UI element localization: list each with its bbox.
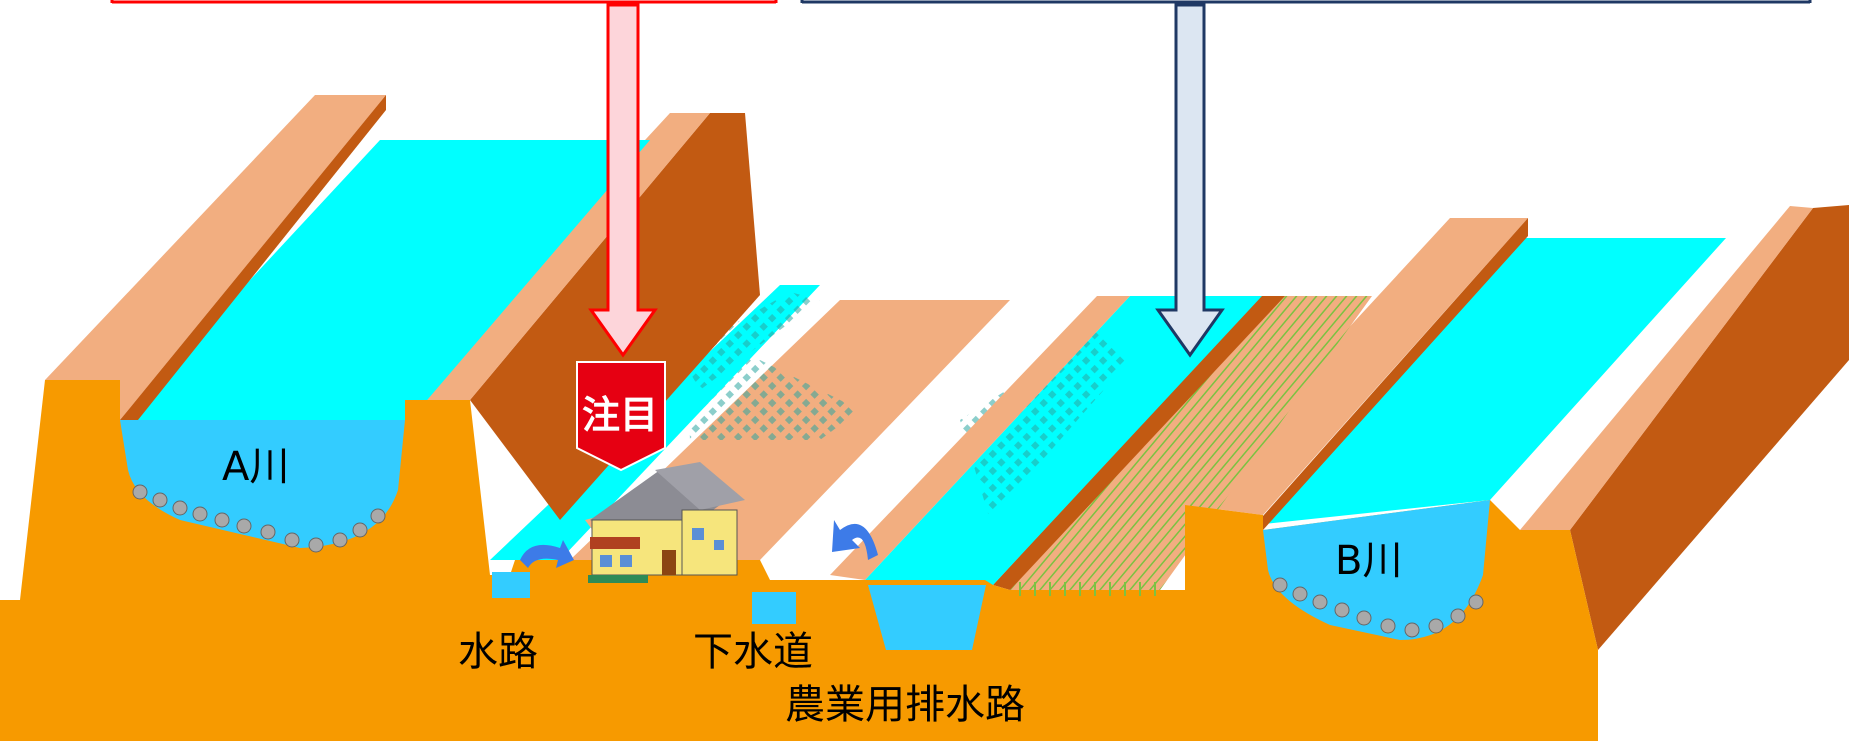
river-b-banks	[1185, 205, 1849, 650]
curved-flow-arrow-icon	[832, 520, 878, 560]
blue-callout-box	[800, 0, 1812, 4]
blue-down-arrow-icon	[1155, 3, 1225, 358]
attention-badge-label: 注目	[581, 393, 658, 437]
curved-flow-arrow-icon	[520, 540, 574, 568]
river-a-label: A川	[222, 444, 290, 490]
rice-field-icon	[1019, 582, 1156, 596]
rock-pile-icon	[132, 484, 1484, 638]
channel-label: 水路	[458, 629, 538, 675]
attention-badge-icon	[576, 361, 666, 472]
agri-drain-label: 農業用排水路	[785, 682, 1025, 728]
river-b-label: B川	[1335, 538, 1403, 584]
red-down-arrow-icon	[588, 3, 658, 358]
sewer-label: 下水道	[693, 629, 813, 675]
red-callout-box	[110, 0, 778, 4]
house-icon	[585, 462, 745, 583]
